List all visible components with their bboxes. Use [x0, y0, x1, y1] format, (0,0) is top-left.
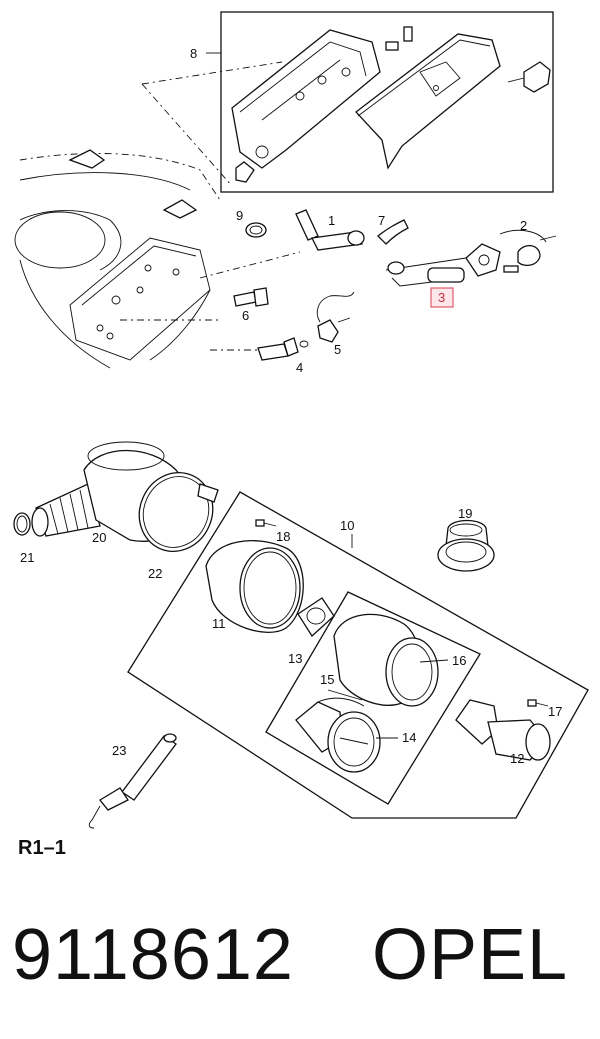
callout-23: 23 [112, 743, 126, 758]
housing-part-16 [333, 613, 439, 707]
callout-21: 21 [20, 550, 34, 565]
callout-4: 4 [296, 360, 303, 375]
callout-13: 13 [288, 651, 302, 666]
elbow-part-12 [455, 699, 551, 761]
assembly-10-outline [127, 491, 589, 819]
trunk-floor [14, 149, 221, 369]
rod-part-3 [385, 257, 467, 287]
screw-part-8d [385, 26, 413, 51]
inset-box-8 [220, 11, 554, 193]
leader-15 [327, 689, 363, 701]
canister-part-11 [205, 540, 304, 633]
parts-diagram: 8 9 1 7 [13, 11, 589, 859]
filler-cap-part-14 [327, 711, 381, 773]
bolt-part-6 [233, 287, 269, 307]
callout-10: 10 [340, 518, 354, 533]
callout-19: 19 [458, 506, 472, 521]
callout-7: 7 [378, 213, 385, 228]
hose-clamp-part-22 [138, 471, 219, 553]
callout-12: 12 [510, 751, 524, 766]
callout-17: 17 [548, 704, 562, 719]
callout-15: 15 [320, 672, 334, 687]
cover-part-8b [355, 33, 501, 170]
callout-6: 6 [242, 308, 249, 323]
sheet-label: R1–1 [18, 837, 66, 859]
perspective-lines [120, 61, 301, 351]
callout-2: 2 [520, 218, 527, 233]
callout-8: 8 [190, 46, 197, 61]
callout-1: 1 [328, 213, 335, 228]
callout-18: 18 [276, 529, 290, 544]
brand-name: OPEL [372, 915, 569, 995]
callout-9: 9 [236, 208, 243, 223]
callout-14: 14 [402, 730, 416, 745]
clamp-part-21 [13, 512, 31, 536]
bracket-part-2 [465, 229, 557, 277]
rod-part-23 [88, 733, 177, 829]
inner-sub-box [265, 591, 481, 805]
gasket-part-13 [297, 597, 335, 638]
switch-part-4 [257, 337, 309, 361]
sensor-part-5 [316, 291, 355, 343]
leader-16 [419, 659, 449, 663]
callout-22: 22 [148, 566, 162, 581]
housing-part-8a [231, 29, 381, 183]
callout-5: 5 [334, 342, 341, 357]
screw-part-18 [255, 519, 277, 527]
callout-3: 3 [438, 290, 445, 305]
cap-part-19 [437, 519, 495, 572]
callout-16: 16 [452, 653, 466, 668]
knob-part-8c [507, 61, 551, 93]
elbow-part-7 [377, 219, 409, 245]
part-number: 9118612 [12, 915, 294, 995]
fitting-part-1 [295, 209, 365, 251]
ring-part-9 [245, 222, 267, 238]
footer: 9118612 OPEL [0, 905, 600, 1015]
screw-part-17 [527, 699, 549, 707]
callout-3-highlight [430, 287, 454, 308]
callout-20: 20 [92, 530, 106, 545]
callout-11: 11 [212, 616, 226, 631]
